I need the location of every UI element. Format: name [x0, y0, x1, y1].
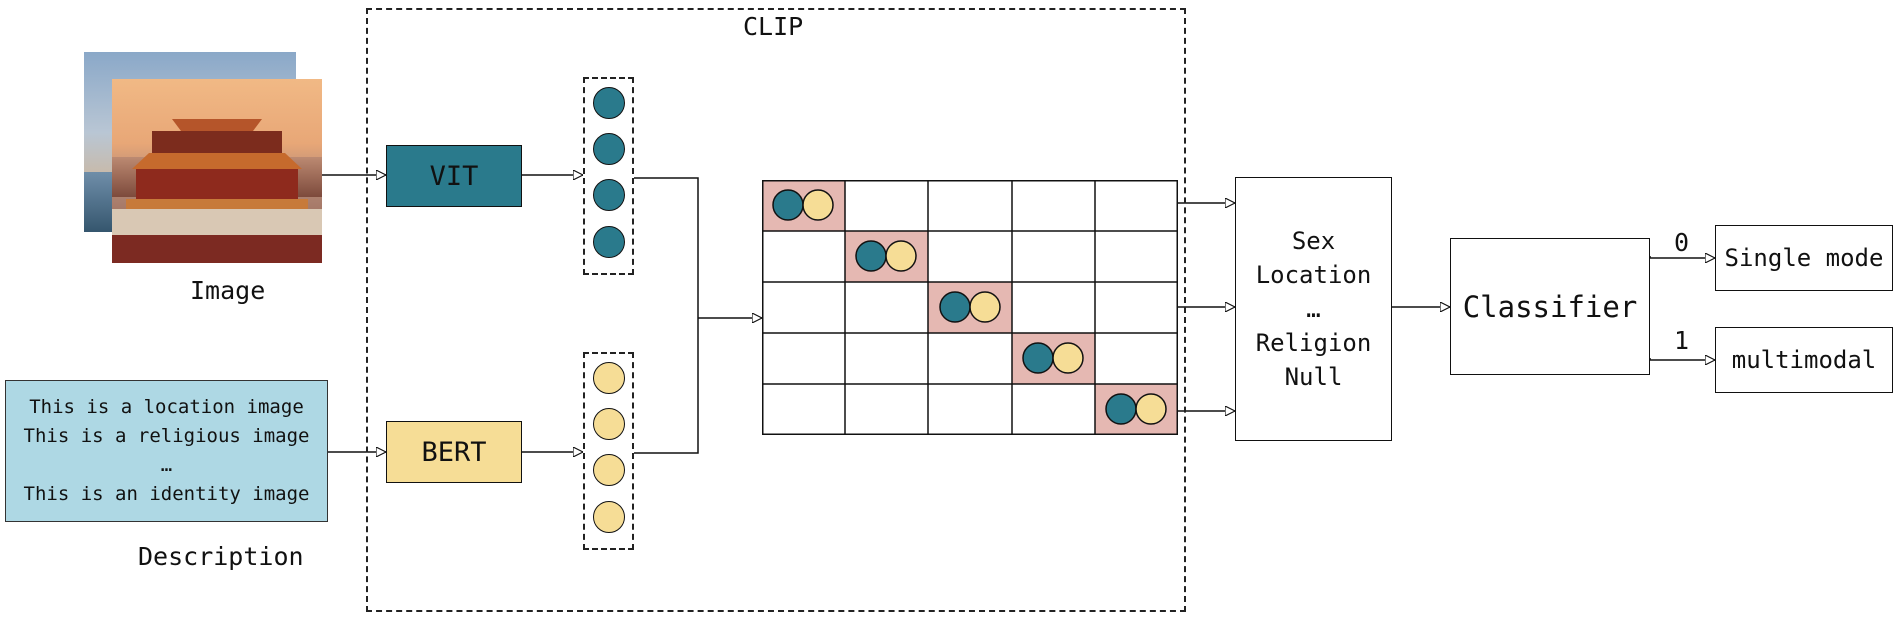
vit-embedding-vector: [583, 77, 634, 275]
arrow-to-multimodal: [1649, 358, 1715, 360]
image-front: [112, 79, 322, 263]
description-line: This is a location image: [29, 396, 304, 418]
vit-encoder: VIT: [386, 145, 522, 207]
attribute-sex: Sex: [1291, 227, 1336, 255]
attribute-religion: Religion: [1255, 329, 1372, 357]
clip-label: CLIP: [743, 12, 804, 41]
teal-token: [593, 226, 625, 258]
vit-label: VIT: [429, 160, 479, 192]
attribute-location: Location: [1255, 261, 1372, 289]
teal-token: [593, 87, 625, 119]
teal-token: [593, 179, 625, 211]
image-label: Image: [190, 276, 266, 305]
yellow-token: [593, 362, 625, 394]
output-label: multimodal: [1731, 346, 1877, 374]
output-multimodal: multimodal: [1715, 327, 1893, 393]
output-code-0: 0: [1674, 228, 1690, 257]
similarity-matrix: [762, 180, 1178, 435]
attributes-box: Sex Location … Religion Null: [1235, 177, 1392, 441]
description-line: This is a religious image: [23, 425, 310, 447]
bert-encoder: BERT: [386, 421, 522, 483]
output-label: Single mode: [1724, 244, 1884, 272]
attribute-ellipsis: …: [1306, 295, 1321, 323]
yellow-token: [593, 454, 625, 486]
attribute-null: Null: [1284, 363, 1343, 391]
description-box: This is a location image This is a relig…: [5, 380, 328, 522]
description-label: Description: [138, 542, 304, 571]
clip-container: [366, 8, 1186, 612]
arrow-to-single-mode: [1649, 256, 1715, 258]
yellow-token: [593, 501, 625, 533]
teal-token: [593, 133, 625, 165]
description-line: This is an identity image: [23, 483, 310, 505]
bert-embedding-vector: [583, 352, 634, 550]
classifier-box: Classifier: [1450, 238, 1650, 375]
classifier-label: Classifier: [1462, 289, 1638, 324]
bert-label: BERT: [421, 436, 487, 468]
yellow-token: [593, 408, 625, 440]
output-code-1: 1: [1674, 326, 1690, 355]
merge-line: [634, 177, 699, 454]
description-line: …: [160, 454, 173, 476]
matrix-grid: [762, 180, 1178, 435]
output-single-mode: Single mode: [1715, 225, 1893, 291]
